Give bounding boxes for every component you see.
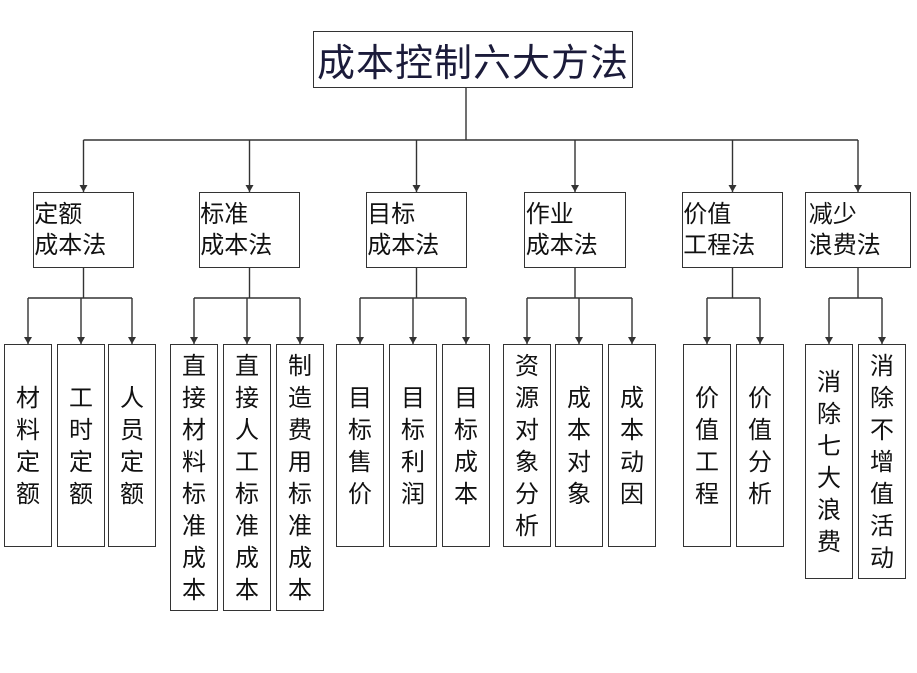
child-arrow bbox=[703, 337, 711, 344]
child-arrow bbox=[77, 337, 85, 344]
method-label-line-1: 减少 bbox=[808, 200, 857, 228]
method-label-line-2: 成本法 bbox=[367, 231, 440, 259]
method-node-1: 定额成本法 bbox=[33, 192, 134, 268]
leaf-node: 目标利润 bbox=[389, 344, 437, 547]
method-arrow-4 bbox=[571, 185, 579, 192]
method-label: 标准成本法 bbox=[190, 199, 310, 261]
child-arrow bbox=[190, 337, 198, 344]
child-arrow bbox=[756, 337, 764, 344]
leaf-label: 直接人工标准成本 bbox=[235, 351, 259, 604]
method-label-line-2: 成本法 bbox=[200, 231, 273, 259]
leaf-node: 价值分析 bbox=[736, 344, 784, 547]
leaf-node: 价值工程 bbox=[683, 344, 731, 547]
leaf-node: 资源对象分析 bbox=[503, 344, 551, 547]
child-arrow bbox=[243, 337, 251, 344]
method-arrow-5 bbox=[728, 185, 737, 192]
leaf-label: 价值分析 bbox=[748, 383, 772, 508]
leaf-label: 消除不增值活动 bbox=[870, 351, 894, 572]
method-arrow-6 bbox=[854, 185, 862, 192]
leaf-label: 资源对象分析 bbox=[515, 351, 539, 540]
leaf-node: 直接材料标准成本 bbox=[170, 344, 218, 611]
method-node-4: 作业成本法 bbox=[524, 192, 626, 268]
method-node-3: 目标成本法 bbox=[366, 192, 467, 268]
child-arrow bbox=[296, 337, 304, 344]
leaf-label: 成本对象 bbox=[567, 383, 591, 508]
leaf-node: 直接人工标准成本 bbox=[223, 344, 271, 611]
leaf-node: 成本动因 bbox=[608, 344, 656, 547]
child-arrow bbox=[128, 337, 136, 344]
leaf-node: 成本对象 bbox=[555, 344, 603, 547]
child-arrow bbox=[575, 337, 583, 344]
leaf-node: 消除七大浪费 bbox=[805, 344, 853, 579]
method-label-line-1: 标准 bbox=[200, 200, 249, 228]
method-label: 减少浪费法 bbox=[798, 199, 917, 261]
child-arrow bbox=[409, 337, 417, 344]
child-arrow bbox=[825, 337, 833, 344]
method-arrow-2 bbox=[245, 185, 254, 192]
leaf-label: 消除七大浪费 bbox=[817, 367, 841, 556]
leaf-node: 目标成本 bbox=[442, 344, 490, 547]
child-arrow bbox=[523, 337, 531, 344]
leaf-label: 人员定额 bbox=[120, 383, 144, 508]
method-arrow-3 bbox=[412, 185, 421, 192]
leaf-node: 人员定额 bbox=[108, 344, 156, 547]
leaf-node: 目标售价 bbox=[336, 344, 384, 547]
child-arrow bbox=[878, 337, 886, 344]
method-label-line-2: 工程法 bbox=[683, 231, 756, 259]
child-arrow bbox=[356, 337, 364, 344]
leaf-label: 目标利润 bbox=[401, 383, 425, 508]
leaf-node: 工时定额 bbox=[57, 344, 105, 547]
leaf-label: 材料定额 bbox=[16, 383, 40, 508]
leaf-label: 直接材料标准成本 bbox=[182, 351, 206, 604]
method-label: 定额成本法 bbox=[24, 199, 144, 261]
leaf-label: 目标售价 bbox=[348, 383, 372, 508]
leaf-node: 制造费用标准成本 bbox=[276, 344, 324, 611]
method-label-line-1: 作业 bbox=[525, 200, 574, 228]
leaf-node: 材料定额 bbox=[4, 344, 52, 547]
method-label-line-1: 目标 bbox=[367, 200, 416, 228]
method-label-line-2: 浪费法 bbox=[808, 231, 881, 259]
child-arrow bbox=[24, 337, 32, 344]
leaf-label: 工时定额 bbox=[69, 383, 93, 508]
leaf-label: 目标成本 bbox=[454, 383, 478, 508]
method-node-5: 价值工程法 bbox=[682, 192, 783, 268]
leaf-label: 成本动因 bbox=[620, 383, 644, 508]
leaf-node: 消除不增值活动 bbox=[858, 344, 906, 579]
method-label-line-2: 成本法 bbox=[34, 231, 107, 259]
method-node-6: 减少浪费法 bbox=[805, 192, 911, 268]
child-arrow bbox=[462, 337, 470, 344]
leaf-label: 价值工程 bbox=[695, 383, 719, 508]
method-label: 作业成本法 bbox=[515, 199, 635, 261]
method-node-2: 标准成本法 bbox=[199, 192, 300, 268]
method-arrow-1 bbox=[79, 185, 88, 192]
method-label-line-1: 价值 bbox=[683, 200, 732, 228]
method-label: 价值工程法 bbox=[673, 199, 793, 261]
method-label-line-1: 定额 bbox=[34, 200, 83, 228]
root-node: 成本控制六大方法 bbox=[313, 31, 633, 88]
leaf-label: 制造费用标准成本 bbox=[288, 351, 312, 604]
method-label-line-2: 成本法 bbox=[525, 231, 598, 259]
child-arrow bbox=[628, 337, 636, 344]
method-label: 目标成本法 bbox=[357, 199, 477, 261]
